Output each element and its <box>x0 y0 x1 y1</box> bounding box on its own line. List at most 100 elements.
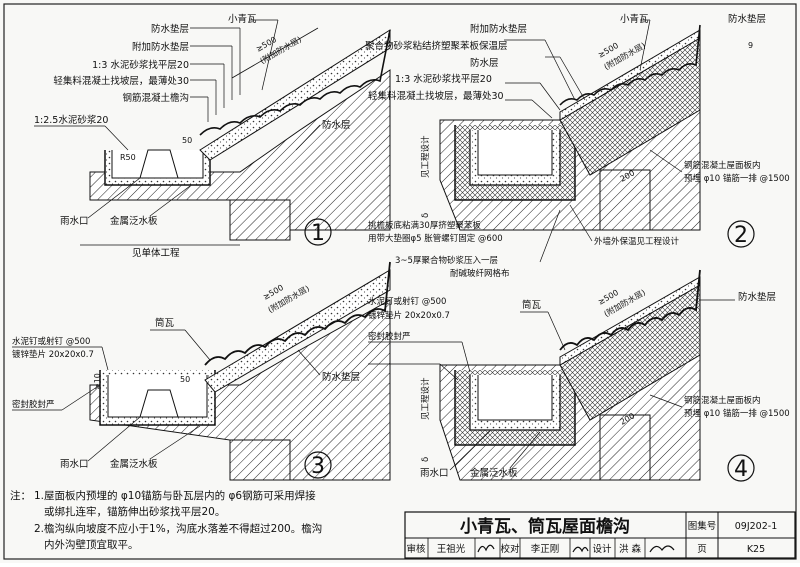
detail-3: 水泥钉或射钉 @500 镀锌垫片 20x20x0.7 密封胶封严 筒瓦 ≥500… <box>12 261 391 481</box>
dim-50-3: 50 <box>180 375 190 384</box>
detail-2: 附加防水垫层 聚合物砂浆粘结挤塑聚苯板保温层 防水层 1:3 水泥砂浆找平层20… <box>365 13 790 279</box>
label-tile-4: 筒瓦 <box>522 299 542 311</box>
check-label: 校对 <box>500 543 520 555</box>
sheet-border <box>3 3 797 560</box>
detail-number-1 <box>304 218 332 246</box>
label-anchor-2: 预埋 φ10 锚筋一排 @1500 <box>684 173 790 184</box>
label-insulation: 聚合物砂浆粘结挤塑聚苯板保温层 <box>365 40 508 52</box>
label-mortar: 1:2.5水泥砂浆20 <box>34 114 108 126</box>
label-tile-2: 小青瓦 <box>620 13 649 25</box>
tiles <box>199 29 391 136</box>
tiles-4 <box>559 269 701 351</box>
label-slab-2: 钢筋混凝土屋面板内 <box>684 160 761 171</box>
label-outlet-3: 雨水口 <box>60 458 89 470</box>
atlas-number: 09J202-1 <box>735 521 778 532</box>
label-washer-3: 镀锌垫片 20x20x0.7 <box>12 349 94 360</box>
note-2b: 内外沟壁顶宜取平。 <box>44 538 139 551</box>
wall-2 <box>599 169 651 231</box>
label-underlay-3: 防水垫层 <box>322 371 360 383</box>
label-extra-underlay: 附加防水垫层 <box>132 41 189 53</box>
gutter-channel <box>111 150 204 179</box>
label-wall-insulation: 外墙外保温见工程设计 <box>594 236 680 247</box>
designer-signature <box>649 545 675 553</box>
checker-name: 李正刚 <box>531 543 560 555</box>
label-see-design-4: 见工程设计 <box>420 377 431 420</box>
label-r50: R50 <box>120 153 136 162</box>
label-anchor-4: 预埋 φ10 锚筋一排 @1500 <box>684 408 790 419</box>
label-delta-4: δ <box>421 457 431 462</box>
label-screed: 1:3 水泥砂浆找平层20 <box>92 59 189 71</box>
review-label: 审核 <box>406 543 426 555</box>
label-soffit-insulation: 挑檐板底粘满30厚挤塑聚苯板 <box>368 220 481 231</box>
detail-num-text-2: 2 <box>734 223 748 248</box>
drawing-title: 小青瓦、筒瓦屋面檐沟 <box>460 516 630 537</box>
atlas-label: 图集号 <box>688 520 717 532</box>
note-1b: 或绑扎连牢，锚筋伸出砂浆找平层20。 <box>44 505 225 518</box>
label-waterproof: 防水层 <box>322 119 351 131</box>
tiles-3 <box>204 261 391 366</box>
dim-9: 9 <box>748 41 753 50</box>
label-washer-4: 镀锌垫片 20x20x0.7 <box>368 310 450 321</box>
label-waterproof-2: 防水层 <box>470 57 499 69</box>
label-screed-2: 1:3 水泥砂浆找平层20 <box>395 73 492 85</box>
label-flashing-4: 金属泛水板 <box>470 467 518 479</box>
design-label: 设计 <box>592 543 612 555</box>
notes: 注： 1.屋面板内预埋的 φ10锚筋与卧瓦层内的 φ6钢筋可采用焊接 或绑扎连牢… <box>10 489 322 551</box>
detail-number-2 <box>727 220 755 248</box>
roof-screed-2 <box>559 29 701 121</box>
roof-layers <box>199 29 391 161</box>
gutter-channel-3 <box>107 375 208 418</box>
label-extra-underlay-2: 附加防水垫层 <box>470 23 527 35</box>
reviewer-signature <box>477 544 495 553</box>
label-mesh: 耐碱玻纤网格布 <box>450 268 510 279</box>
label-tile-3: 筒瓦 <box>155 317 175 329</box>
roof-layers-3 <box>204 269 391 393</box>
label-flashing: 金属泛水板 <box>110 215 158 227</box>
wall <box>229 199 291 241</box>
label-see-design-2: 见工程设计 <box>420 135 431 178</box>
label-underlay-top-2: 防水垫层 <box>728 13 766 25</box>
label-slope-layer: 轻集料混凝土找坡层，最薄处30 <box>53 75 189 87</box>
label-nail-4: 水泥钉或射钉 @500 <box>368 296 446 307</box>
label-tile: 小青瓦 <box>228 13 257 25</box>
label-seal-4: 密封胶封严 <box>368 331 411 342</box>
detail-number-4 <box>727 454 755 482</box>
notes-heading: 注： <box>10 489 31 502</box>
label-slope-2: 轻集料混凝土找坡层，最薄处30 <box>368 90 504 102</box>
designer-name: 洪 森 <box>619 543 642 555</box>
label-slab-4: 钢筋混凝土屋面板内 <box>684 395 761 406</box>
label-nail-3: 水泥钉或射钉 @500 <box>12 336 90 347</box>
page-label: 页 <box>697 544 707 555</box>
label-fixing: 用带大垫圈φ5 胀管螺钉固定 @600 <box>368 233 503 244</box>
detail-num-text-4: 4 <box>734 457 748 482</box>
label-see-project: 见单体工程 <box>132 247 180 259</box>
detail-number-3 <box>304 451 332 479</box>
label-gutter: 钢筋混凝土檐沟 <box>122 92 189 104</box>
note-1a: 1.屋面板内预埋的 φ10锚筋与卧瓦层内的 φ6钢筋可采用焊接 <box>34 489 316 502</box>
rain-outlet-3 <box>139 389 179 418</box>
dim-10: ≥10 <box>93 373 102 390</box>
note-2a: 2.檐沟纵向坡度不应小于1%，沟底水落差不得超过200。檐沟 <box>34 522 322 535</box>
label-waterproof-underlay: 防水垫层 <box>151 23 189 35</box>
label-mesh-mortar: 3~5厚聚合物砂浆压入一层 <box>395 255 498 266</box>
detail-1: ≥500 (附加防水层) 防水垫层 附加防水垫层 1:3 水泥砂浆找平层20 轻… <box>34 13 391 259</box>
checker-signature <box>572 546 589 553</box>
rain-outlet <box>139 149 179 179</box>
detail-4: 水泥钉或射钉 @500 镀锌垫片 20x20x0.7 密封胶封严 筒瓦 ≥500… <box>368 269 790 482</box>
label-delta-2: δ <box>421 213 431 218</box>
label-outlet-4: 雨水口 <box>420 467 449 479</box>
reviewer-name: 王祖光 <box>437 543 466 555</box>
gutter-channel-4 <box>477 375 553 421</box>
title-block: 小青瓦、筒瓦屋面檐沟 图集号 09J202-1 审核 王祖光 校对 李正刚 设计… <box>404 511 796 559</box>
roof-screed-4 <box>559 276 701 366</box>
label-seal-3: 密封胶封严 <box>12 399 55 410</box>
gutter-channel-2 <box>477 130 553 176</box>
label-outlet: 雨水口 <box>60 215 89 227</box>
detail-num-text-3: 3 <box>311 454 325 479</box>
wall-3 <box>229 439 291 481</box>
label-50: 50 <box>182 136 192 145</box>
label-underlay-4: 防水垫层 <box>738 291 776 303</box>
detail-num-text-1: 1 <box>311 221 325 246</box>
